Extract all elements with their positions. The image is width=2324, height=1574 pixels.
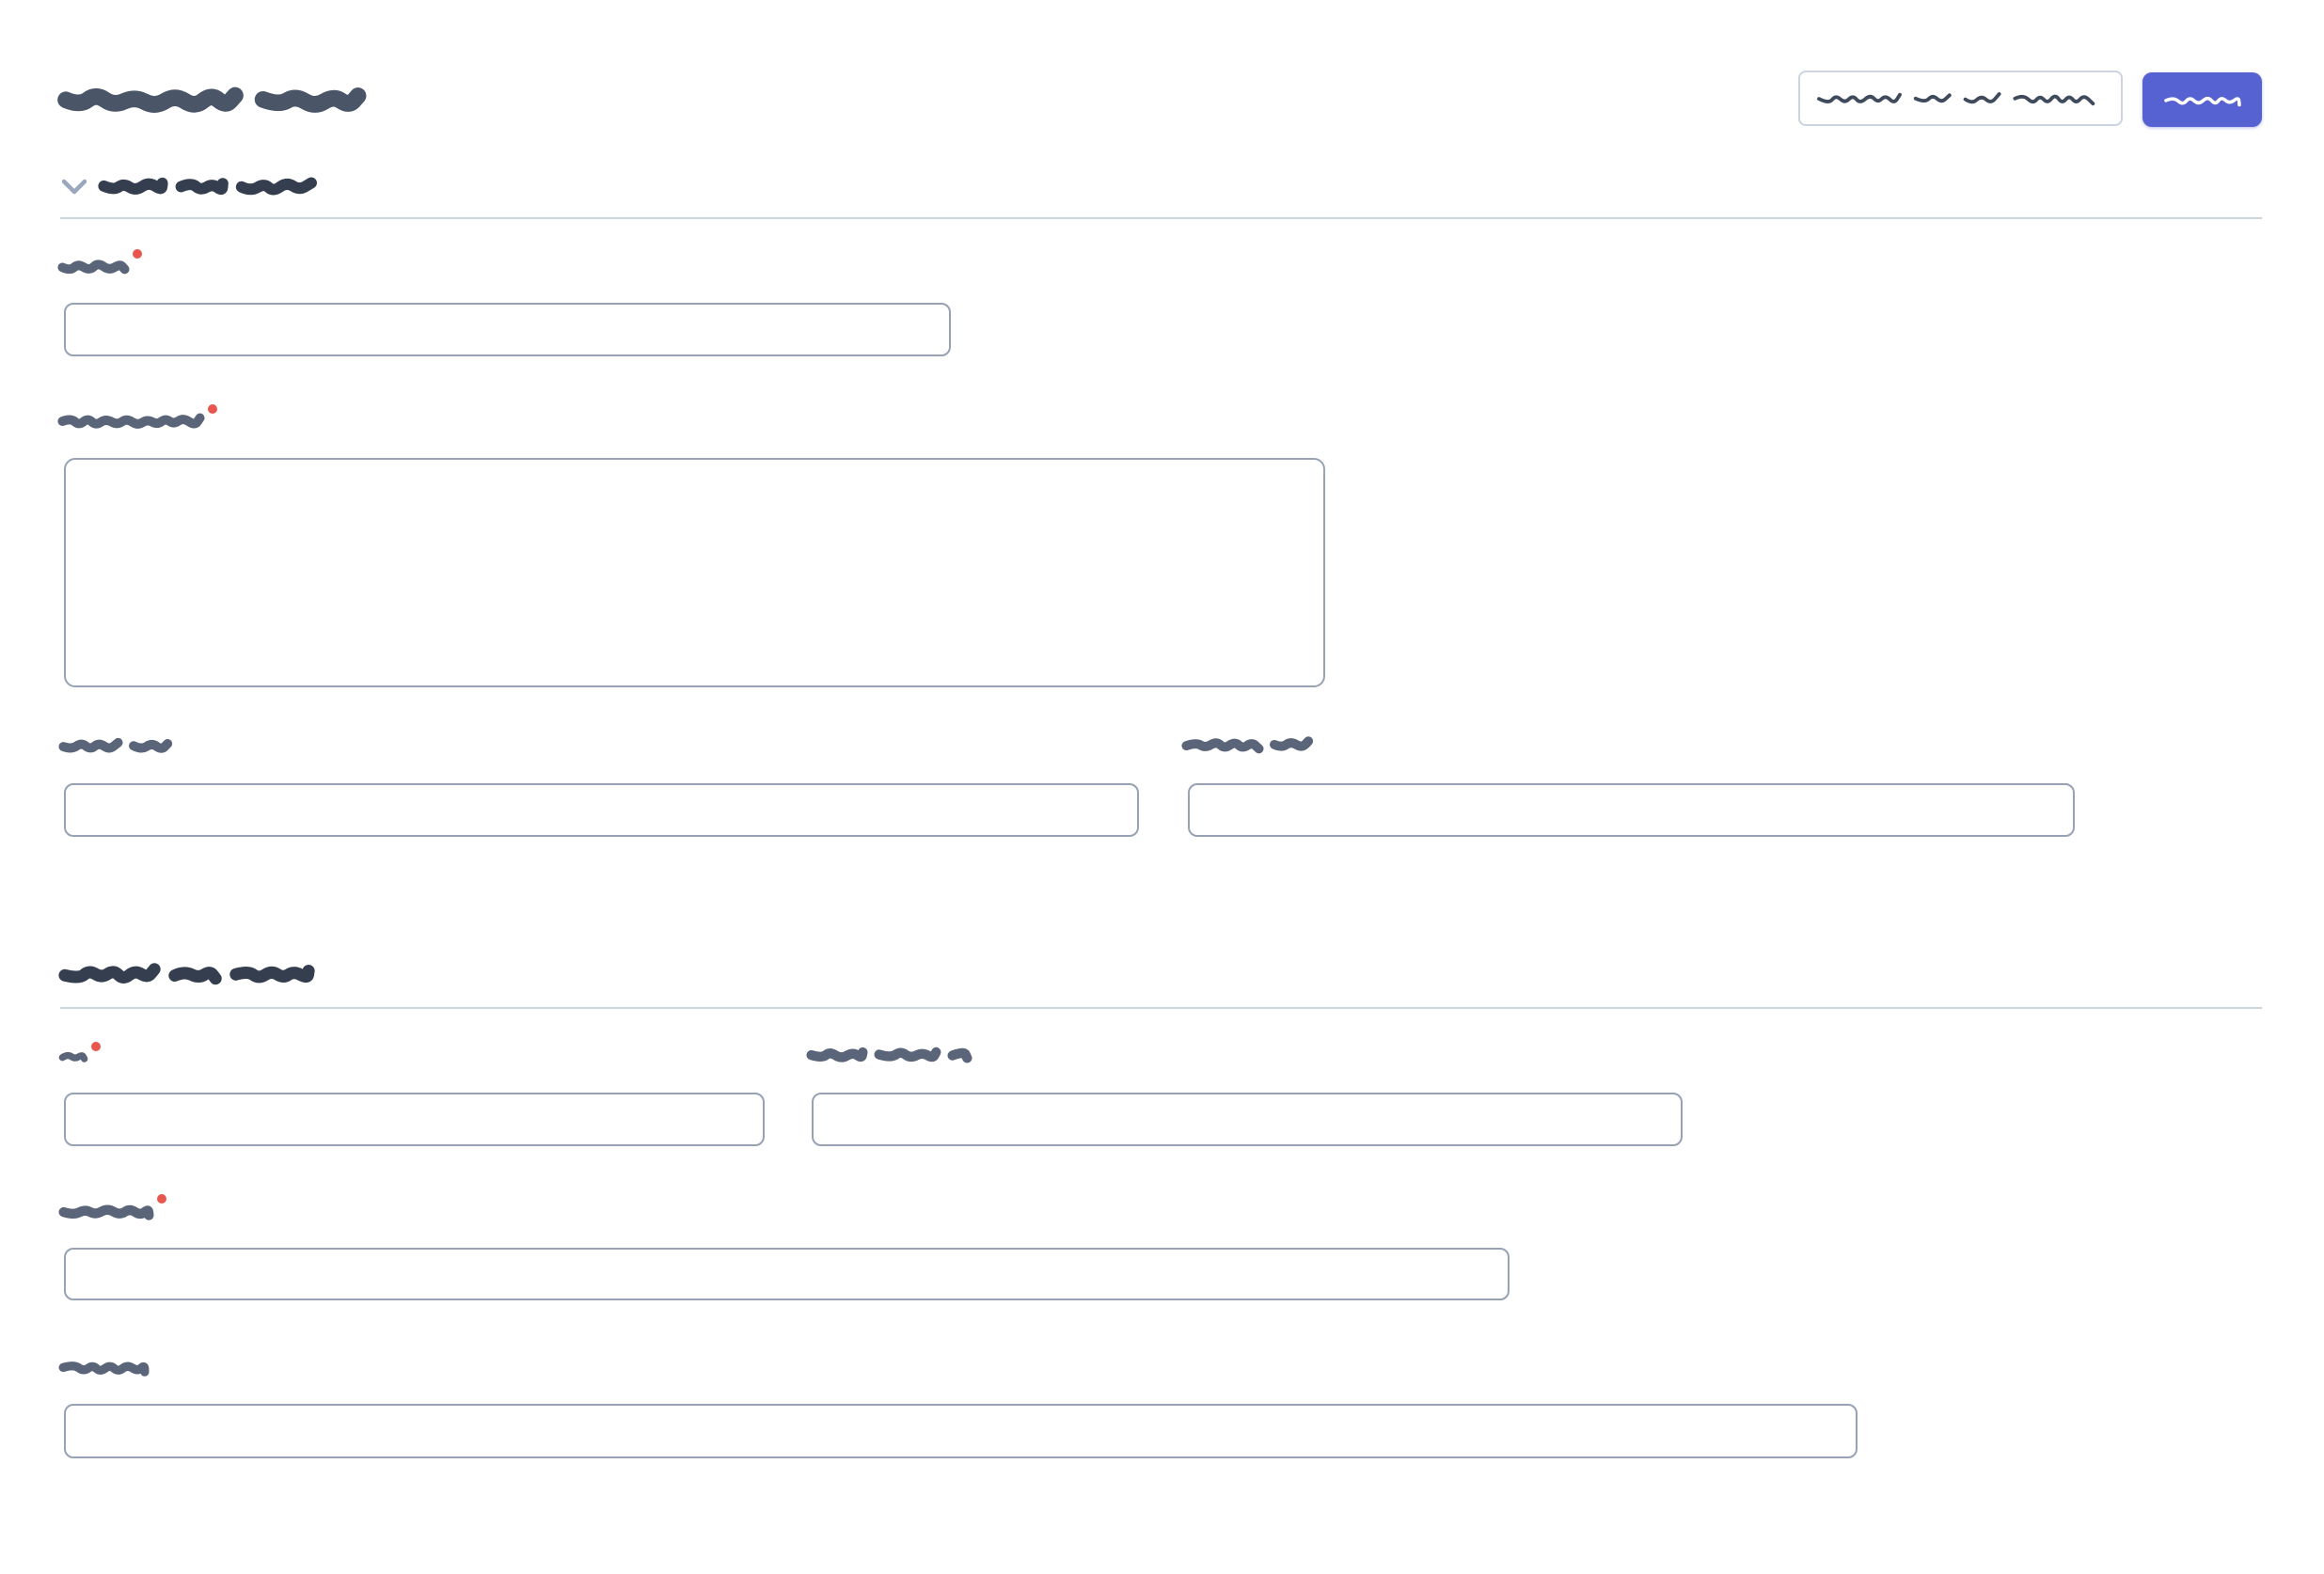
field-7-input[interactable] — [64, 1248, 1510, 1300]
field-3-label — [58, 737, 173, 755]
field-3-label-scribble — [58, 737, 173, 755]
field-4-label-scribble — [1181, 736, 1314, 754]
required-dot — [208, 404, 217, 414]
section-1-header[interactable] — [61, 175, 317, 197]
field-4-label — [1181, 736, 1314, 754]
field-1-input[interactable] — [64, 303, 951, 356]
page-title — [57, 85, 367, 117]
section-2-header — [58, 962, 315, 986]
section-2-title-scribble — [58, 962, 315, 986]
field-2-label — [57, 404, 217, 431]
field-8-input[interactable] — [64, 1404, 1858, 1458]
field-3-input[interactable] — [64, 783, 1139, 837]
field-6-input[interactable] — [812, 1093, 1683, 1146]
submit-button[interactable] — [2142, 72, 2262, 127]
field-6-label-scribble — [806, 1046, 972, 1064]
field-7-label — [58, 1194, 166, 1221]
field-2-textarea[interactable] — [64, 458, 1325, 687]
field-1-label-scribble — [57, 258, 130, 275]
search-input[interactable] — [1798, 71, 2123, 126]
field-4-input[interactable] — [1188, 783, 2075, 837]
field-5-label — [58, 1042, 101, 1063]
field-8-label — [58, 1360, 150, 1377]
chevron-down-icon[interactable] — [61, 179, 87, 195]
field-5-input[interactable] — [64, 1093, 765, 1146]
field-1-label — [57, 249, 142, 275]
section-2-divider — [60, 1007, 2262, 1009]
field-2-label-scribble — [57, 413, 205, 431]
required-dot — [133, 249, 142, 259]
field-6-label — [806, 1046, 972, 1064]
submit-button-label-scribble — [2163, 93, 2241, 107]
field-5-label-scribble — [58, 1050, 88, 1063]
required-dot — [91, 1042, 101, 1051]
field-7-label-scribble — [58, 1203, 154, 1221]
section-1-title-scribble — [98, 176, 317, 197]
required-dot — [157, 1194, 166, 1204]
section-1-divider — [60, 217, 2262, 219]
search-text-scribble — [1817, 91, 2095, 106]
field-8-label-scribble — [58, 1360, 150, 1377]
